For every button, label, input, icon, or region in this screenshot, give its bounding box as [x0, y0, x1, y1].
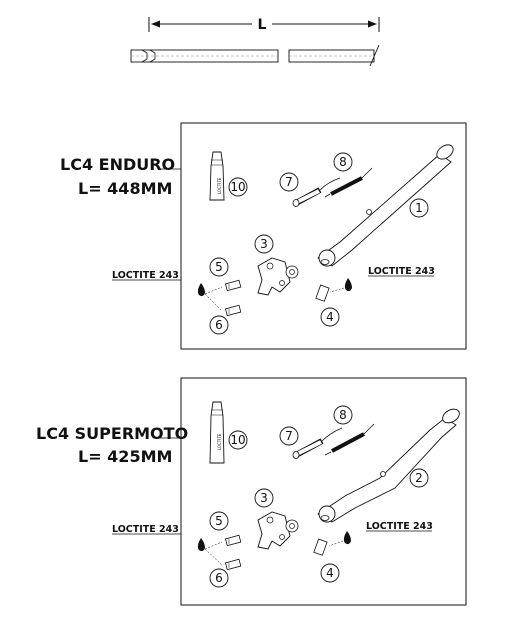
tube-label: LOCTITE: [217, 433, 222, 450]
svg-text:5: 5: [215, 260, 223, 274]
panel-length: L= 425MM: [78, 447, 172, 466]
callout-3: 3: [254, 234, 274, 254]
callout-3: 3: [254, 488, 274, 508]
svg-text:7: 7: [285, 429, 293, 443]
loctite-drop-icon: [197, 283, 205, 297]
callout-10: 10: [228, 177, 248, 197]
svg-text:4: 4: [326, 310, 334, 324]
callout-2: 2: [409, 468, 429, 488]
svg-text:10: 10: [230, 180, 245, 194]
bolt-6: [224, 558, 242, 571]
spring-8: [324, 167, 373, 198]
callout-7: 7: [279, 426, 299, 446]
callout-6: 6: [209, 315, 229, 335]
loctite-label-left: LOCTITE 243: [112, 524, 179, 535]
loctite-label-right: LOCTITE 243: [368, 266, 435, 277]
bolt-5: [224, 279, 242, 292]
spring-8: [324, 423, 375, 456]
callout-5: 5: [209, 511, 229, 531]
callout-8: 8: [333, 405, 353, 425]
side-stand: [317, 408, 460, 523]
bolt-5: [224, 534, 242, 547]
svg-text:6: 6: [215, 318, 223, 332]
loctite-label-left: LOCTITE 243: [112, 270, 179, 281]
callout-8: 8: [333, 152, 353, 172]
loctite-drop-icon: [343, 531, 351, 545]
callout-7: 7: [279, 172, 299, 192]
svg-text:3: 3: [260, 237, 268, 251]
callout-5: 5: [209, 257, 229, 277]
panel-supermoto: LC4 SUPERMOTO L= 425MM LOCTITE: [36, 377, 467, 606]
svg-text:7: 7: [285, 175, 293, 189]
svg-text:10: 10: [230, 433, 245, 447]
bolt-4: [315, 284, 330, 302]
callout-1: 1: [409, 198, 429, 218]
spring-7: [292, 427, 343, 459]
loctite-drop-icon: [197, 538, 205, 552]
callout-6: 6: [209, 568, 229, 588]
svg-text:8: 8: [339, 408, 347, 422]
bracket-3: [257, 257, 299, 296]
tube-label: LOCTITE: [217, 177, 222, 194]
svg-text:3: 3: [260, 491, 268, 505]
callout-10: 10: [228, 430, 248, 450]
loctite-tube: LOCTITE: [209, 151, 225, 201]
svg-text:6: 6: [215, 571, 223, 585]
loctite-label-right: LOCTITE 243: [366, 521, 433, 532]
bracket-3: [257, 511, 299, 550]
spring-7: [292, 177, 341, 207]
loctite-drop-icon: [344, 278, 352, 292]
dimension-label: L: [258, 17, 267, 33]
callout-4: 4: [320, 563, 340, 583]
panel-title: LC4 ENDURO: [60, 155, 175, 174]
callout-4: 4: [320, 307, 340, 327]
panel-title: LC4 SUPERMOTO: [36, 424, 188, 443]
panel-length: L= 448MM: [78, 179, 172, 198]
panel-enduro: LC4 ENDURO L= 448MM LOCTITE: [60, 122, 467, 350]
bolt-4: [313, 538, 328, 556]
side-stand: [317, 144, 454, 267]
svg-text:4: 4: [326, 566, 334, 580]
svg-text:2: 2: [415, 471, 423, 485]
svg-text:1: 1: [415, 201, 423, 215]
bolt-6: [224, 304, 242, 317]
svg-text:5: 5: [215, 514, 223, 528]
loctite-tube: LOCTITE: [209, 401, 225, 464]
svg-text:8: 8: [339, 155, 347, 169]
dimension-drawing: L: [130, 17, 380, 67]
